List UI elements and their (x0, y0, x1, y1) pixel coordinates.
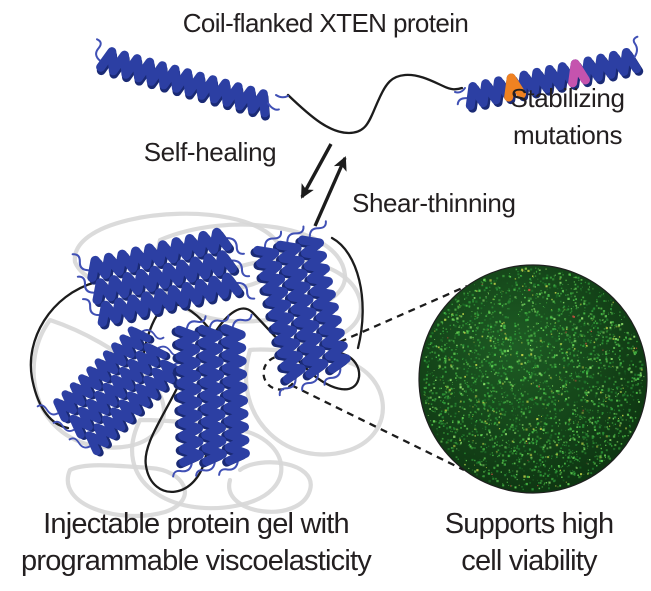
coiled-coil-bundle (168, 315, 257, 477)
equilibrium-arrows (300, 143, 347, 227)
coiled-coil-bundle (38, 310, 196, 467)
caption-cell-viability: Supports high cell viability (444, 508, 614, 577)
caption-gel: Injectable protein gel with programmable… (21, 508, 372, 577)
xten-protein-illustration (95, 35, 645, 135)
cell-viability-micrograph (418, 264, 648, 494)
label-self-healing: Self-healing (143, 137, 277, 167)
shear-thinning-arrow (313, 156, 347, 227)
mutation-magenta (568, 59, 590, 88)
xten-linker-chain (286, 73, 464, 135)
helix-left (95, 38, 280, 119)
helix-right (456, 35, 645, 111)
label-stabilizing-mutations: Stabilizing mutations (510, 83, 625, 150)
mutation-orange (504, 73, 526, 102)
figure-title: Coil-flanked XTEN protein (182, 8, 469, 38)
label-shear-thinning: Shear-thinning (352, 188, 516, 218)
self-healing-arrow (300, 143, 333, 199)
